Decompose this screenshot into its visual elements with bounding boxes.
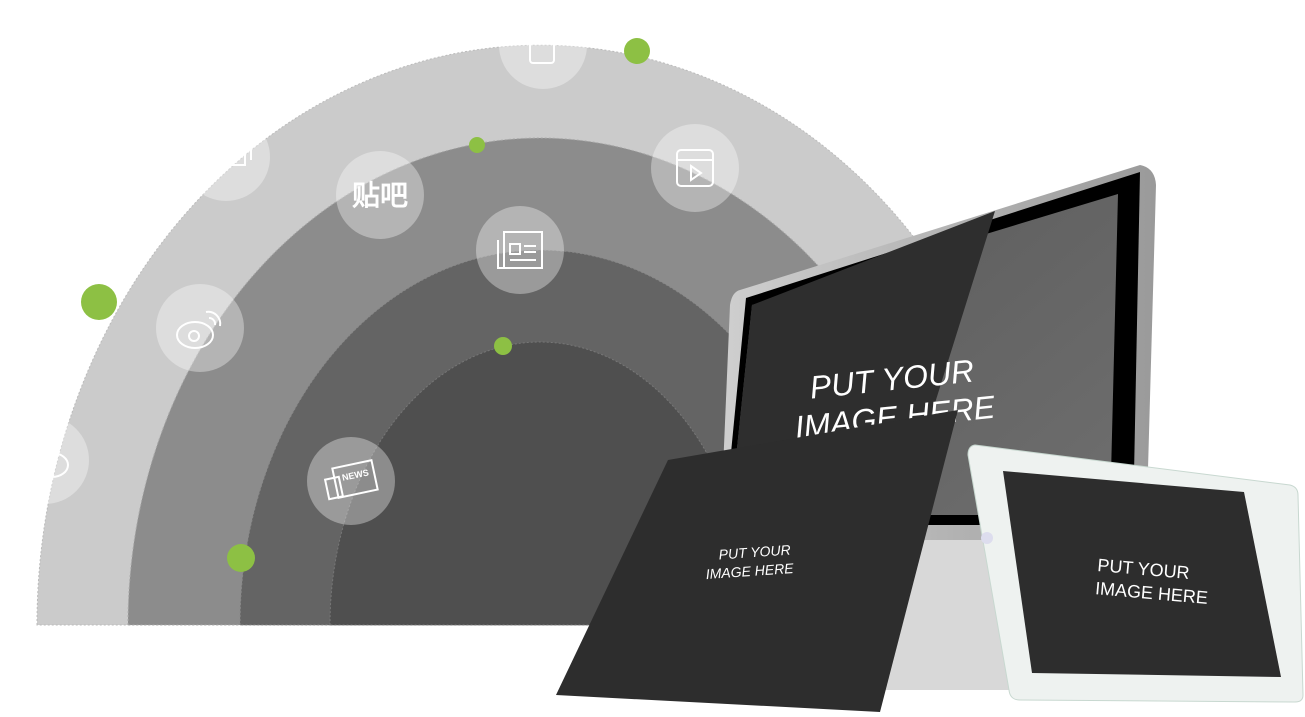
tablet: PUT YOUR IMAGE HERE xyxy=(967,444,1304,703)
chat-icon-bubble xyxy=(182,113,270,201)
green-dot xyxy=(494,337,512,355)
news-icon-bubble xyxy=(307,437,395,525)
weibo-icon xyxy=(176,310,222,349)
chat-icon xyxy=(209,139,252,178)
green-dot xyxy=(624,38,650,64)
green-dot xyxy=(81,284,117,320)
tablet-screen xyxy=(1003,471,1281,677)
tieba-icon-bubble xyxy=(336,151,424,239)
tablet-home-button xyxy=(981,532,993,544)
newspaper-icon xyxy=(497,231,543,269)
green-dot xyxy=(227,544,255,572)
video-icon xyxy=(676,149,714,187)
weibo-icon-bubble xyxy=(156,284,244,372)
green-dot xyxy=(469,137,485,153)
app-icon-bubble xyxy=(499,1,587,89)
paper-placeholder-line2: IMAGE HERE xyxy=(705,560,794,582)
news-icon xyxy=(323,458,379,501)
paper-placeholder-line1: PUT YOUR xyxy=(718,542,791,563)
app-icon xyxy=(529,34,555,64)
green-dots xyxy=(81,38,650,572)
wechat-icon-bubble xyxy=(1,416,89,504)
paper-card: PUT YOUR IMAGE HERE xyxy=(556,410,958,712)
wechat-icon xyxy=(35,452,69,486)
tieba-icon-text: 贴吧 xyxy=(352,180,408,211)
